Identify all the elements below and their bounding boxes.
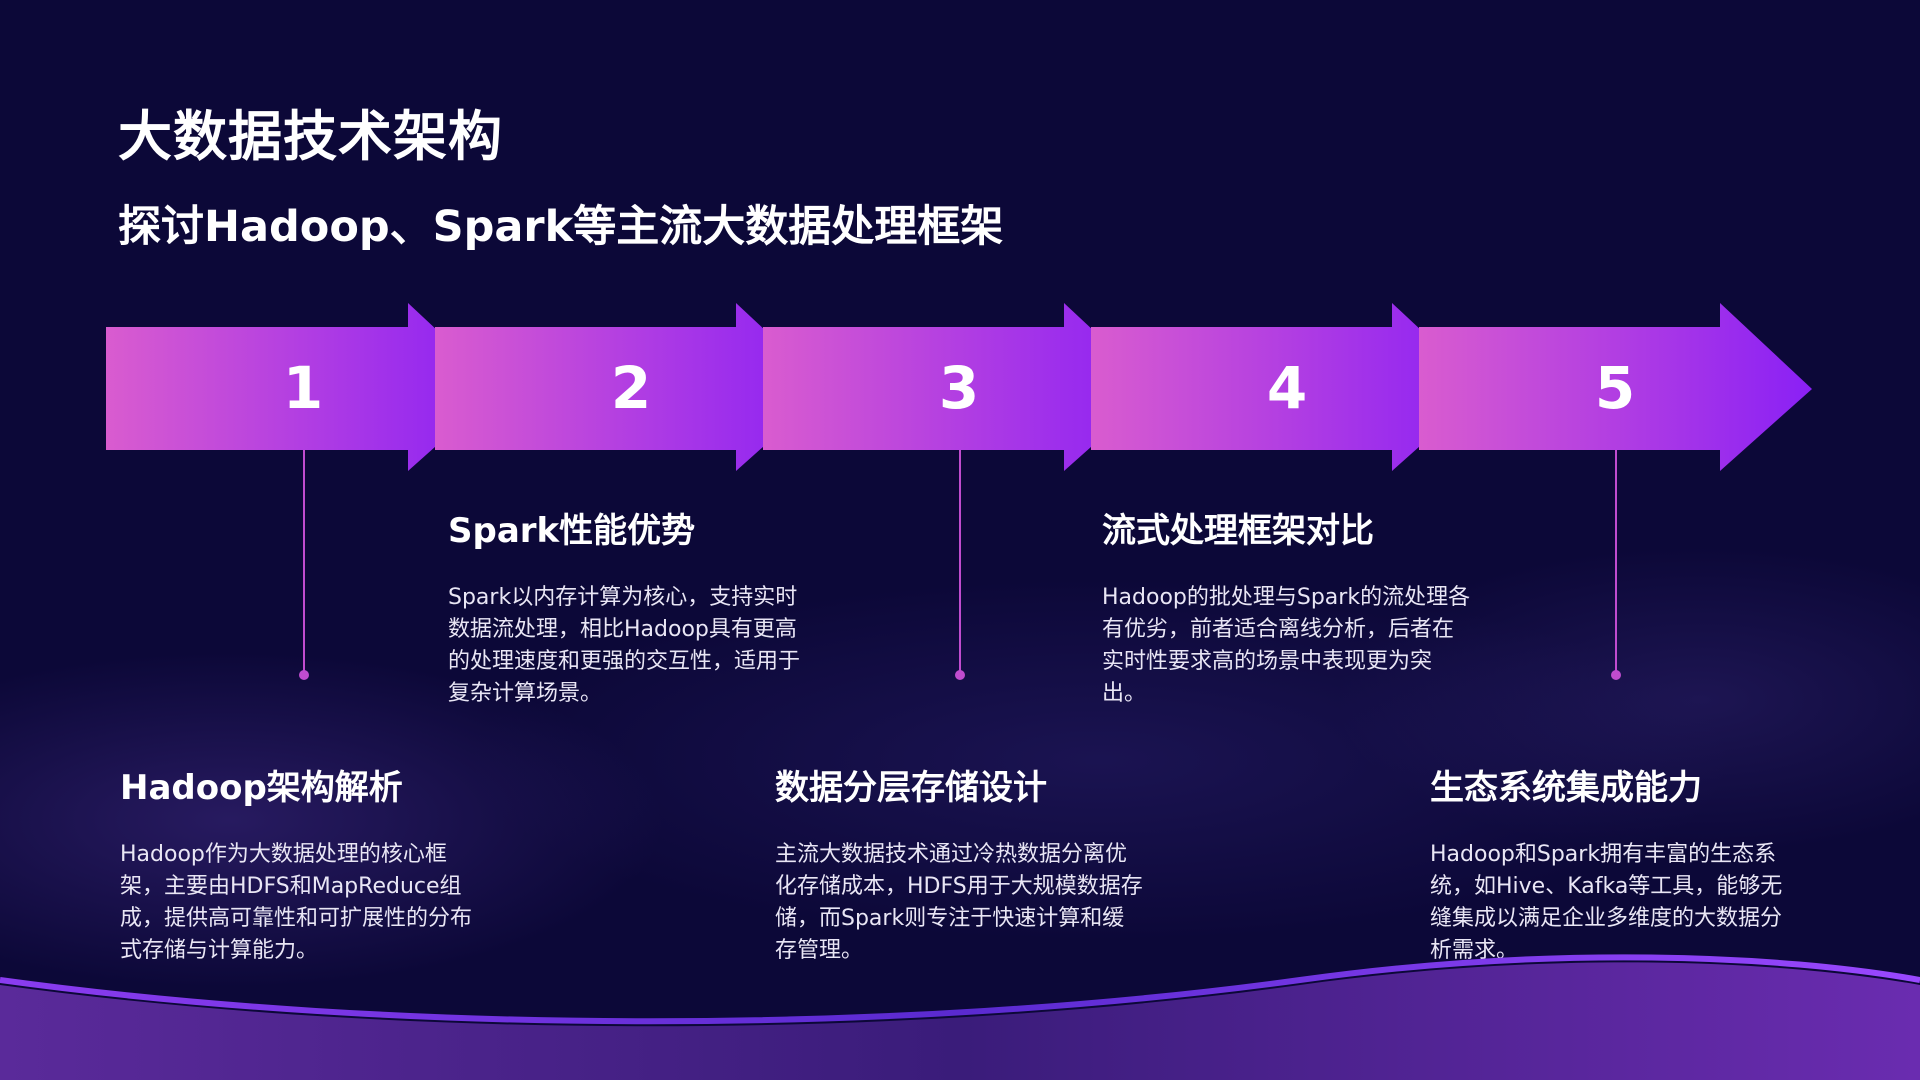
step-title-2: Spark性能优势 <box>448 511 696 551</box>
step-description-2: Spark以内存计算为核心，支持实时数据流处理，相比Hadoop具有更高的处理速… <box>448 585 801 706</box>
step-block-3: 数据分层存储设计 主流大数据技术通过冷热数据分离优化存储成本，HDFS用于大规模… <box>775 760 1155 967</box>
step-block-5: 生态系统集成能力 Hadoop和Spark拥有丰富的生态系统，如Hive、Kaf… <box>1430 760 1810 967</box>
arrow-4: 4 <box>1091 303 1484 471</box>
step-number-3: 3 <box>939 354 979 422</box>
arrow-1: 1 <box>106 303 500 471</box>
step-description-3: 主流大数据技术通过冷热数据分离优化存储成本，HDFS用于大规模数据存储，而Spa… <box>775 842 1143 963</box>
connector-line-3 <box>959 450 961 675</box>
step-description-4: Hadoop的批处理与Spark的流处理各有优劣，前者适合离线分析，后者在实时性… <box>1102 585 1471 706</box>
connector-dot-1 <box>299 670 309 680</box>
step-description-1: Hadoop作为大数据处理的核心框架，主要由HDFS和MapReduce组成，提… <box>120 842 473 963</box>
connector-dot-3 <box>955 670 965 680</box>
step-title-1: Hadoop架构解析 <box>120 768 403 808</box>
process-arrows: 1 2 3 4 5 <box>106 303 1812 471</box>
connector-line-5 <box>1615 450 1617 675</box>
step-title-5: 生态系统集成能力 <box>1430 768 1702 808</box>
step-title-3: 数据分层存储设计 <box>775 768 1047 808</box>
step-block-2: Spark性能优势 Spark以内存计算为核心，支持实时数据流处理，相比Hado… <box>448 503 828 710</box>
page-subtitle: 探讨Hadoop、Spark等主流大数据处理框架 <box>118 202 1004 252</box>
arrow-2: 2 <box>435 303 828 471</box>
step-number-4: 4 <box>1267 354 1307 422</box>
step-number-2: 2 <box>611 354 651 422</box>
step-description-5: Hadoop和Spark拥有丰富的生态系统，如Hive、Kafka等工具，能够无… <box>1430 842 1783 963</box>
connector-line-1 <box>303 450 305 675</box>
step-number-5: 5 <box>1595 354 1635 422</box>
arrow-3: 3 <box>763 303 1156 471</box>
connector-dot-5 <box>1611 670 1621 680</box>
step-block-1: Hadoop架构解析 Hadoop作为大数据处理的核心框架，主要由HDFS和Ma… <box>120 760 500 967</box>
step-block-4: 流式处理框架对比 Hadoop的批处理与Spark的流处理各有优劣，前者适合离线… <box>1102 503 1482 710</box>
page-title: 大数据技术架构 <box>118 105 503 168</box>
arrow-5: 5 <box>1419 303 1812 471</box>
step-number-1: 1 <box>283 354 323 422</box>
step-title-4: 流式处理框架对比 <box>1102 511 1374 551</box>
